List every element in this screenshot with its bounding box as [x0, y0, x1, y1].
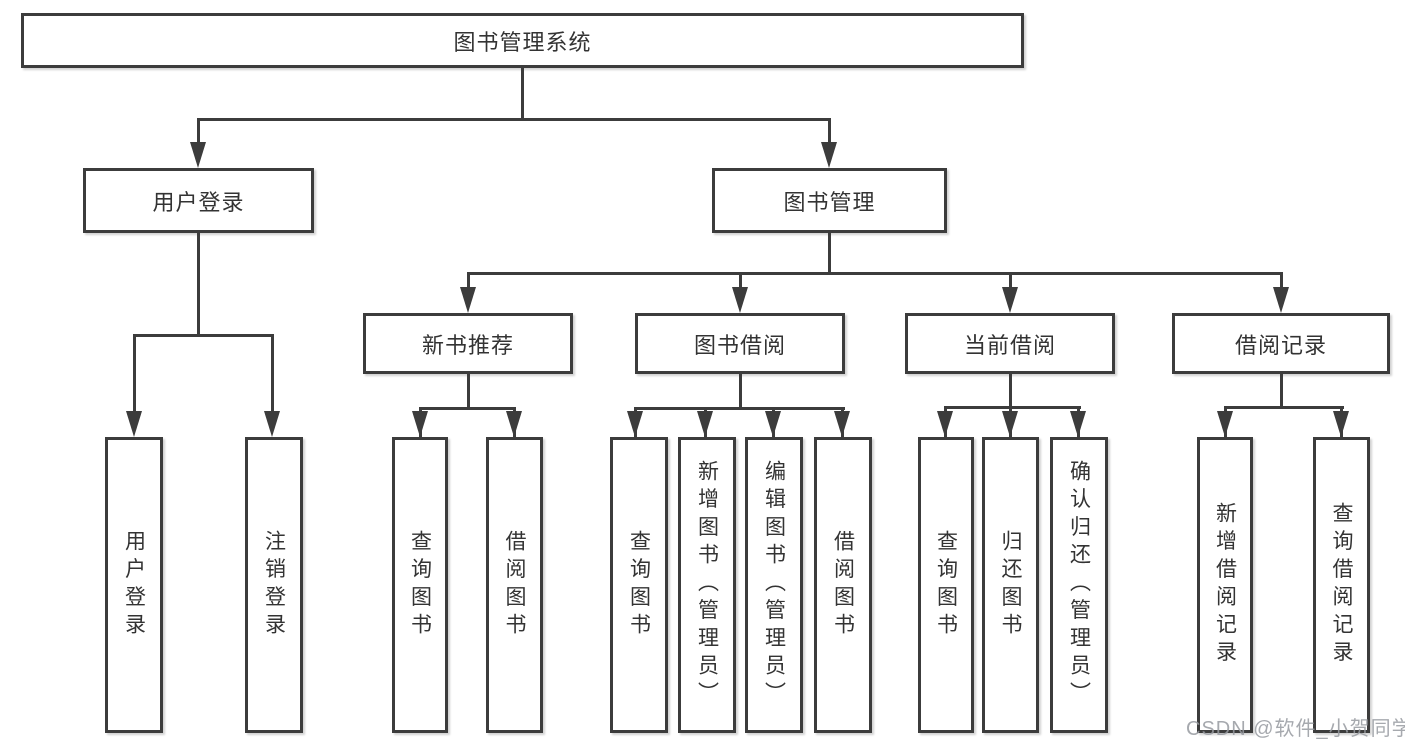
connector-line [828, 233, 831, 275]
arrow-down-icon [1002, 287, 1018, 313]
node-label: 图书管理 [783, 189, 876, 215]
node-current-borrowing: 当前借阅 [905, 313, 1115, 374]
node-borrowing-records: 借阅记录 [1172, 313, 1390, 374]
connector-line [197, 118, 200, 150]
connector-line [467, 374, 470, 410]
arrow-down-icon [937, 411, 953, 437]
node-label: 用户登录 [152, 189, 245, 215]
leaf-add-book-admin: 新增图书（管理员） [678, 437, 736, 733]
arrow-down-icon [1333, 411, 1349, 437]
leaf-confirm-return-admin: 确认归还（管理员） [1050, 437, 1108, 733]
node-label: 借阅记录 [1234, 332, 1327, 358]
arrow-down-icon [1217, 411, 1233, 437]
connector-line [1280, 272, 1283, 297]
node-label: 新增借阅记录 [1213, 501, 1237, 669]
connector-line [467, 272, 1283, 275]
arrow-down-icon [1273, 287, 1289, 313]
node-label: 注销登录 [262, 529, 286, 641]
node-label: 借阅图书 [831, 529, 855, 641]
arrow-down-icon [627, 411, 643, 437]
connector-line [271, 334, 274, 414]
connector-line [133, 334, 274, 337]
arrow-down-icon [697, 411, 713, 437]
node-label: 借阅图书 [503, 529, 526, 641]
leaf-logout: 注销登录 [245, 437, 303, 733]
arrow-down-icon [1002, 411, 1018, 437]
leaf-borrow-books-borrowing: 借阅图书 [814, 437, 872, 733]
arrow-down-icon [190, 142, 206, 168]
node-label: 图书借阅 [693, 332, 786, 358]
connector-line [1224, 406, 1344, 409]
leaf-add-borrow-record: 新增借阅记录 [1197, 437, 1253, 733]
node-label: 查询借阅记录 [1330, 501, 1353, 669]
node-user-login: 用户登录 [83, 168, 314, 233]
node-label: 当前借阅 [963, 332, 1056, 358]
node-label: 用户登录 [122, 529, 146, 641]
node-label: 查询图书 [408, 529, 432, 641]
node-label: 编辑图书（管理员） [762, 460, 786, 710]
node-new-book-recommend: 新书推荐 [363, 313, 573, 374]
connector-line [739, 272, 742, 297]
arrow-down-icon [834, 411, 850, 437]
arrow-down-icon [506, 411, 522, 437]
arrow-down-icon [412, 411, 428, 437]
leaf-borrow-books-recommend: 借阅图书 [486, 437, 543, 733]
node-book-management: 图书管理 [712, 168, 947, 233]
arrow-down-icon [264, 411, 280, 437]
connector-line [419, 407, 516, 410]
node-label: 查询图书 [934, 529, 958, 641]
arrow-down-icon [765, 411, 781, 437]
leaf-query-books-recommend: 查询图书 [392, 437, 448, 733]
leaf-query-books-borrowing: 查询图书 [610, 437, 668, 733]
node-book-borrowing: 图书借阅 [635, 313, 845, 374]
arrow-down-icon [821, 142, 837, 168]
connector-line [739, 374, 742, 410]
leaf-edit-book-admin: 编辑图书（管理员） [745, 437, 803, 733]
connector-line [828, 118, 831, 150]
connector-line [133, 334, 136, 414]
connector-line [197, 118, 831, 121]
leaf-return-book: 归还图书 [982, 437, 1039, 733]
connector-line [1009, 272, 1012, 297]
node-label: 确认归还（管理员） [1067, 460, 1091, 710]
arrow-down-icon [732, 287, 748, 313]
arrow-down-icon [460, 287, 476, 313]
leaf-query-borrow-record: 查询借阅记录 [1313, 437, 1370, 733]
connector-line [944, 406, 1081, 409]
node-label: 新书推荐 [421, 332, 514, 358]
connector-line [634, 407, 845, 410]
connector-line [467, 272, 470, 297]
connector-line [197, 233, 200, 337]
csdn-watermark: CSDN @软件_小贺同学 [1186, 718, 1405, 740]
leaf-query-books-current: 查询图书 [918, 437, 974, 733]
node-label: 新增图书（管理员） [695, 460, 719, 710]
arrow-down-icon [126, 411, 142, 437]
node-label: 归还图书 [999, 529, 1022, 641]
connector-line [521, 68, 524, 120]
leaf-user-login: 用户登录 [105, 437, 163, 733]
node-label: 图书管理系统 [453, 29, 592, 55]
arrow-down-icon [1070, 411, 1086, 437]
connector-line [1280, 374, 1283, 408]
connector-line [1009, 374, 1012, 408]
node-label: 查询图书 [627, 529, 651, 641]
node-root: 图书管理系统 [21, 13, 1024, 68]
